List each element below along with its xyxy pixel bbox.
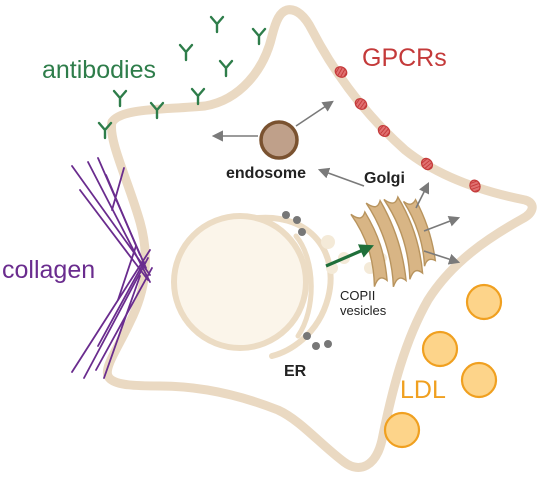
ribosome [303,332,311,340]
collagen-fibers [71,157,153,379]
ldl-particle [383,411,421,449]
ribosome [282,211,290,219]
antibody-icon [178,43,194,62]
ldl-particle [421,330,459,368]
copii-label-line1: COPII [340,288,375,303]
nucleus [171,213,309,351]
ldl-particles [383,283,503,449]
endosome [259,120,299,160]
gpcrs-label: GPCRs [362,44,447,72]
copii-label-line2: vesicles [340,303,387,318]
golgi-to-endosome-arrow [317,167,365,187]
ribosome [298,228,306,236]
antibody-icon [112,89,128,108]
ldl-label: LDL [400,376,446,404]
golgi-label: Golgi [364,170,405,187]
ribosome [324,340,332,348]
endosome-up-arrow [295,100,334,127]
antibody-icon [218,59,234,78]
golgi-to-membrane-arrow-3 [423,250,461,265]
er-sheet-inner [293,233,314,339]
antibody-icon [251,27,267,46]
er-structure [171,211,334,359]
er-to-golgi-arrow [325,244,374,268]
vesicle [321,235,335,249]
ribosome [312,342,320,350]
antibodies-label: antibodies [42,56,156,84]
collagen-label: collagen [2,256,95,284]
golgi-to-membrane-arrow-2 [423,215,461,232]
er-label: ER [284,363,307,380]
ldl-particle [465,283,503,321]
ldl-particle [460,361,498,399]
er-sheet-outer [255,214,334,359]
endosome-label: endosome [226,165,306,182]
antibody-icon [209,15,225,34]
golgi-to-membrane-arrow-1 [415,181,430,209]
ribosome [293,216,301,224]
